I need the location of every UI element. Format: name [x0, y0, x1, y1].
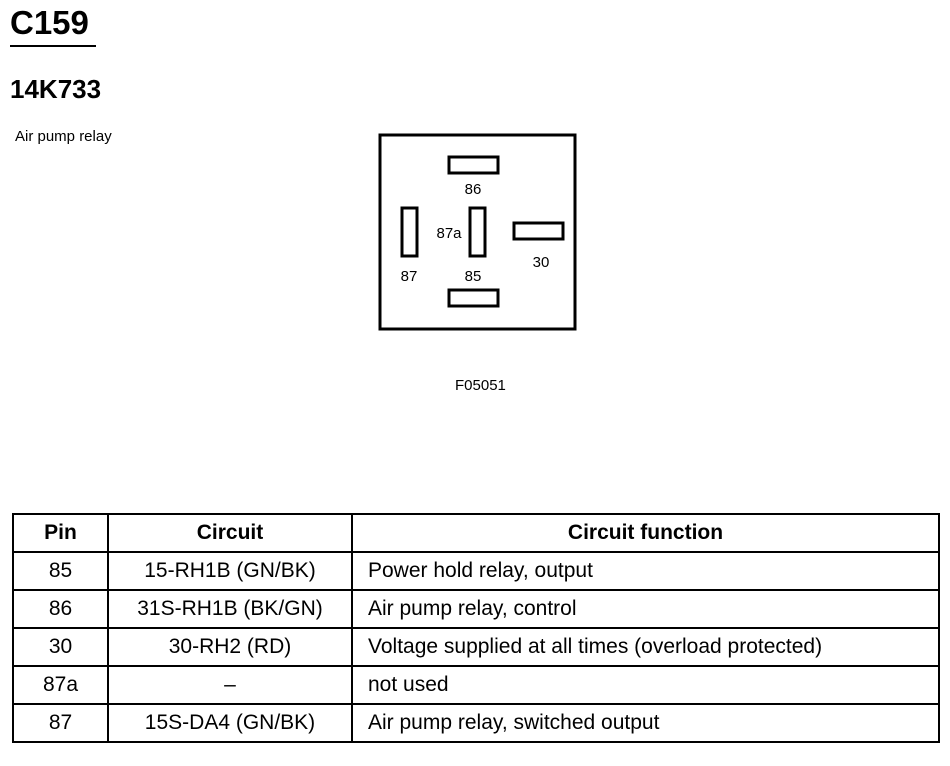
connector-id: C159 [10, 4, 89, 41]
pin-cell: 87a [12, 665, 109, 705]
bottom-terminal [447, 288, 500, 308]
pin-86-label: 86 [465, 181, 482, 198]
function-cell: not used [351, 665, 940, 705]
pin-87a-label: 87a [436, 225, 462, 242]
connector-description: Air pump relay [15, 128, 112, 145]
pin-table-header-row: Pin Circuit Circuit function [12, 513, 940, 553]
table-row: 30 30-RH2 (RD) Voltage supplied at all t… [12, 627, 940, 667]
relay-outline [378, 133, 577, 331]
relay-pin-diagram: 86 87 87a 85 30 [378, 133, 577, 331]
circuit-column-header: Circuit [107, 513, 353, 553]
pin-cell: 86 [12, 589, 109, 629]
circuit-cell: 30-RH2 (RD) [107, 627, 353, 667]
pin-table: Pin Circuit Circuit function 85 15-RH1B … [12, 513, 940, 743]
circuit-cell: – [107, 665, 353, 705]
pin-column-header: Pin [12, 513, 109, 553]
circuit-cell: 15-RH1B (GN/BK) [107, 551, 353, 591]
function-cell: Air pump relay, control [351, 589, 940, 629]
circuit-cell: 15S-DA4 (GN/BK) [107, 703, 353, 743]
pin-cell: 30 [12, 627, 109, 667]
circuit-cell: 31S-RH1B (BK/GN) [107, 589, 353, 629]
pin-87-label: 87 [401, 268, 418, 285]
figure-code: F05051 [455, 377, 506, 394]
part-number: 14K733 [10, 74, 102, 104]
table-row: 87 15S-DA4 (GN/BK) Air pump relay, switc… [12, 703, 940, 743]
pin-cell: 87 [12, 703, 109, 743]
function-column-header: Circuit function [351, 513, 940, 553]
function-cell: Air pump relay, switched output [351, 703, 940, 743]
connector-id-underline [10, 45, 96, 47]
pin-87-terminal [400, 206, 419, 258]
function-cell: Voltage supplied at all times (overload … [351, 627, 940, 667]
pin-cell: 85 [12, 551, 109, 591]
pin-30-label: 30 [533, 254, 550, 271]
table-row: 85 15-RH1B (GN/BK) Power hold relay, out… [12, 551, 940, 591]
table-row: 87a – not used [12, 665, 940, 705]
pin-86-terminal [447, 155, 500, 175]
pin-85-label: 85 [465, 268, 482, 285]
function-cell: Power hold relay, output [351, 551, 940, 591]
pin-87a-85-terminal [468, 206, 487, 258]
table-row: 86 31S-RH1B (BK/GN) Air pump relay, cont… [12, 589, 940, 629]
pin-30-terminal [512, 221, 565, 241]
